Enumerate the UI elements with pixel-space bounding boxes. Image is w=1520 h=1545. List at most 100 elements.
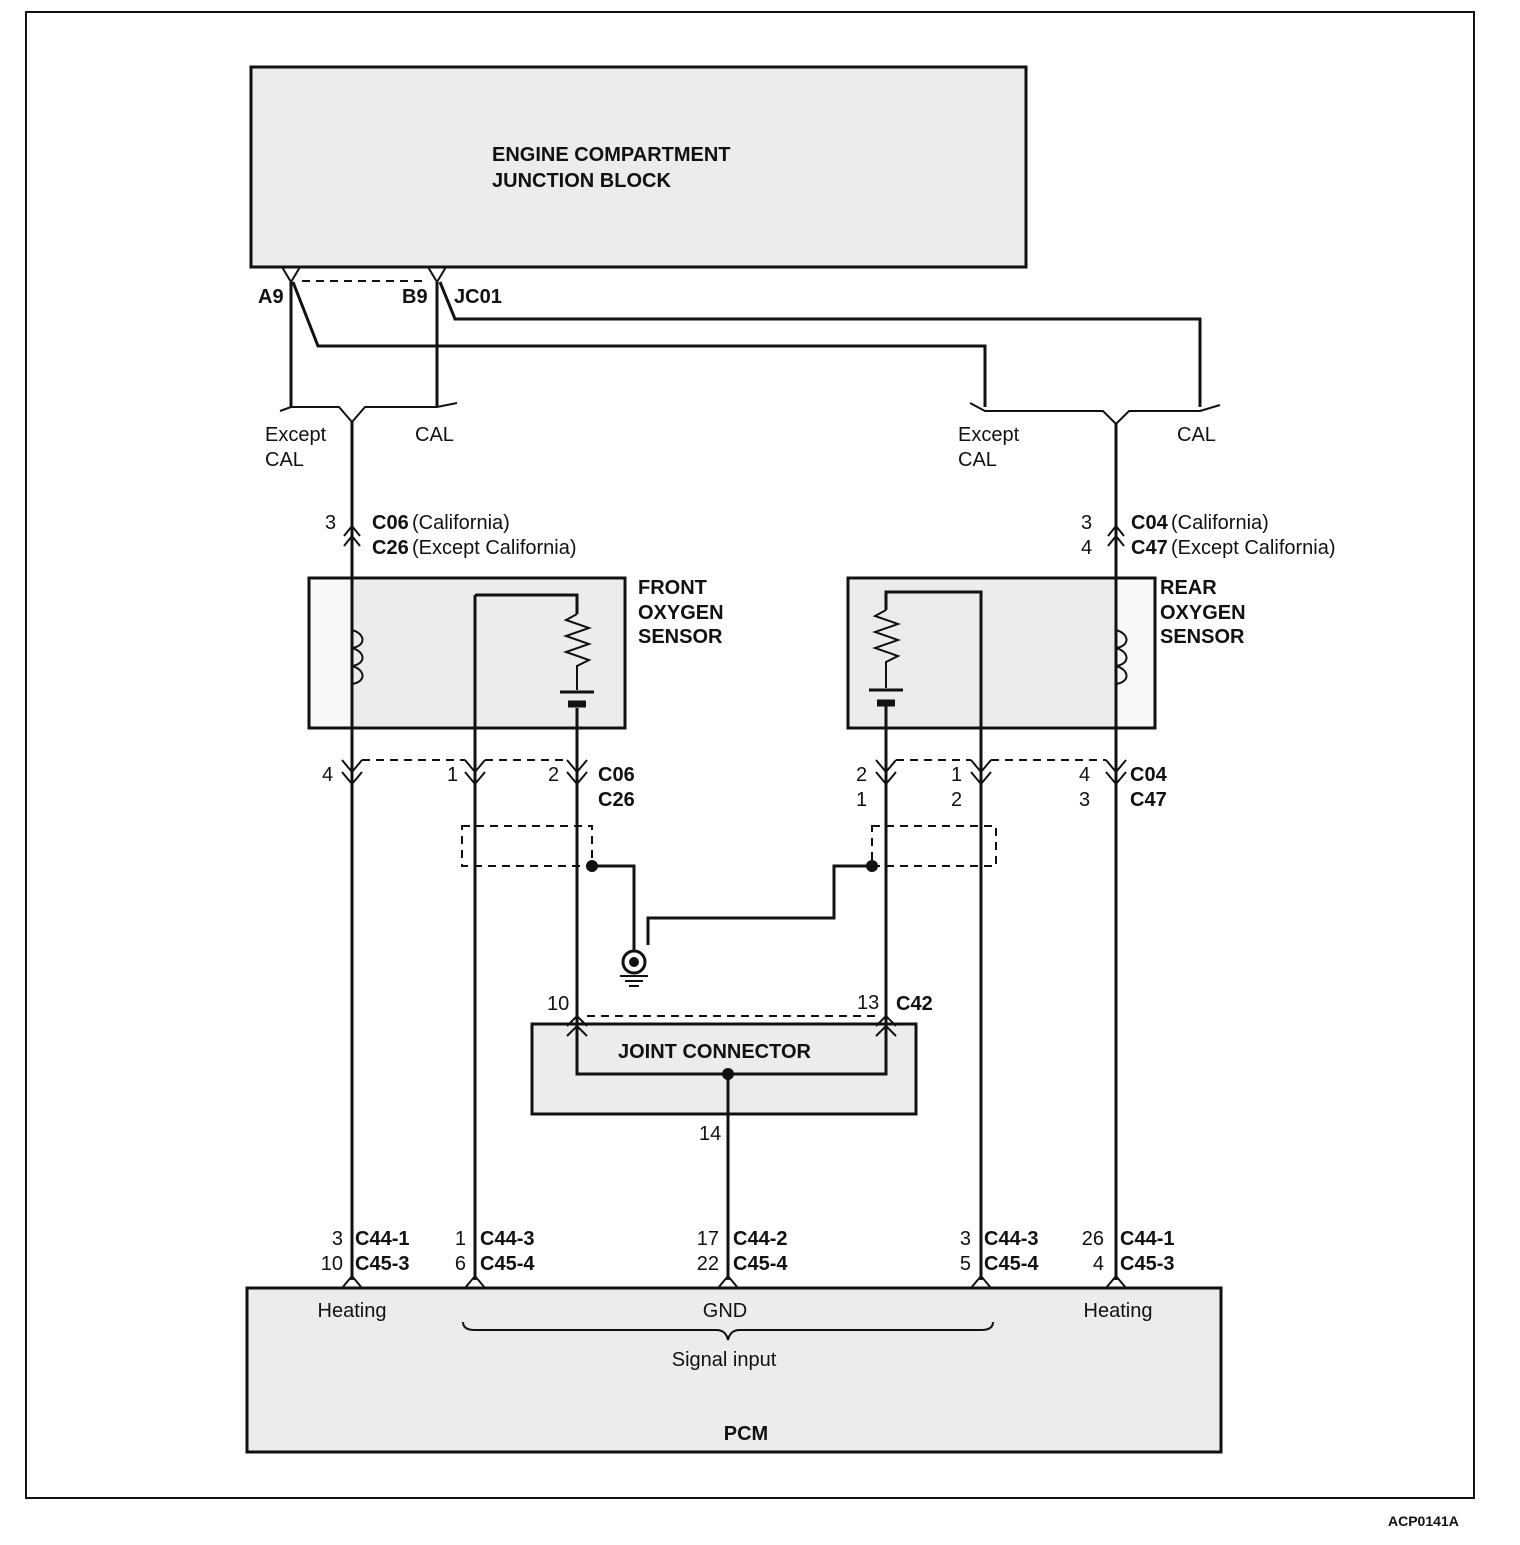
pcm-conn-1b: C45-3 <box>355 1253 409 1275</box>
rear-top-conn2-note: (Except California) <box>1171 537 1336 559</box>
pcm-entry-1 <box>341 1274 363 1289</box>
rear-pin-signal-2: 2 <box>951 789 962 811</box>
pcm-pin-col-3: 17 C44-2 22 C45-4 <box>697 1228 789 1275</box>
junction-block-title-1: ENGINE COMPARTMENT <box>492 144 731 166</box>
pcm-conn-4a: C44-3 <box>984 1228 1038 1250</box>
front-shield-drain <box>592 864 636 950</box>
pcm-pin-4a: 3 <box>960 1228 971 1250</box>
option-switch-right <box>969 402 1221 426</box>
pcm-pin-1b: 10 <box>321 1253 343 1275</box>
rear-pin-ground-1: 2 <box>856 764 867 786</box>
pcm-conn-4b: C45-4 <box>984 1253 1039 1275</box>
front-shield <box>461 825 593 867</box>
joint-pin-10-symbol <box>566 1014 588 1037</box>
rear-pin-heater-2: 3 <box>1079 789 1090 811</box>
rear-top-conn1-code: C04 <box>1131 512 1169 534</box>
left-except-label-1: Except <box>265 424 327 446</box>
front-top-conn2-code: C26 <box>372 537 409 559</box>
front-conn-heater-pin <box>341 759 363 786</box>
front-top-conn1-code: C06 <box>372 512 409 534</box>
signal-input-brace <box>462 1321 994 1341</box>
rear-top-conn1-note: (California) <box>1171 512 1269 534</box>
pcm-pin-4b: 5 <box>960 1253 971 1275</box>
rear-sensor-title-3: SENSOR <box>1160 626 1245 648</box>
rear-conn-ground-pin <box>875 759 897 786</box>
pcm-signal-input: Signal input <box>672 1349 777 1371</box>
right-except-label-2: CAL <box>958 449 997 471</box>
front-bottom-conn1: C06 <box>598 764 635 786</box>
rear-top-conn2-code: C47 <box>1131 537 1168 559</box>
pcm-pin-col-2: 1 C44-3 6 C45-4 <box>455 1228 535 1275</box>
front-pin-heater: 4 <box>322 764 333 786</box>
pcm-box <box>245 1286 1223 1454</box>
front-sensor-title-1: FRONT <box>638 577 707 599</box>
rear-pin-heater-1: 4 <box>1079 764 1090 786</box>
pcm-conn-5b: C45-3 <box>1120 1253 1174 1275</box>
rear-signal-loop <box>884 590 983 728</box>
joint-pin-bottom: 14 <box>699 1123 721 1145</box>
pcm-entry-5 <box>1105 1274 1127 1289</box>
pcm-pin-col-4: 3 C44-3 5 C45-4 <box>960 1228 1039 1275</box>
pcm-conn-3b: C45-4 <box>733 1253 788 1275</box>
pcm-conn-5a: C44-1 <box>1120 1228 1174 1250</box>
wire-b9-rear-cal <box>438 281 1202 407</box>
option-switch-left <box>279 402 458 424</box>
front-conn-ground-pin <box>566 759 588 786</box>
front-heater-coil-icon <box>351 629 364 685</box>
right-cal-label: CAL <box>1177 424 1216 446</box>
junction-block-box <box>249 65 1028 269</box>
left-cal-label: CAL <box>415 424 454 446</box>
pcm-pin-2b: 6 <box>455 1253 466 1275</box>
front-bottom-conn2: C26 <box>598 789 635 811</box>
rear-conn-signal-pin <box>970 759 992 786</box>
pcm-pin-2a: 1 <box>455 1228 466 1250</box>
pin-a9-connector <box>281 266 301 284</box>
rear-heater-coil-icon <box>1115 629 1128 685</box>
pin-b9-connector <box>427 266 447 284</box>
front-resistor-icon <box>562 613 593 690</box>
pcm-pin-5a: 26 <box>1082 1228 1104 1250</box>
joint-pin-13-symbol <box>875 1014 897 1037</box>
joint-connector-title: JOINT CONNECTOR <box>618 1041 812 1063</box>
pcm-pin-3a: 17 <box>697 1228 719 1250</box>
right-except-label-1: Except <box>958 424 1020 446</box>
left-except-label-2: CAL <box>265 449 304 471</box>
front-sensor-title-3: SENSOR <box>638 626 723 648</box>
joint-pin-left: 10 <box>547 993 569 1015</box>
rear-top-connector-symbol <box>1107 524 1125 547</box>
rear-conn-heater-pin <box>1105 759 1127 786</box>
pcm-entry-2 <box>464 1274 486 1289</box>
junction-block-title-2: JUNCTION BLOCK <box>492 170 671 192</box>
rear-sensor-title-2: OXYGEN <box>1160 602 1246 624</box>
outer-frame <box>25 11 1475 1499</box>
joint-pin-right: 13 <box>857 992 879 1014</box>
front-top-conn1-note: (California) <box>412 512 510 534</box>
pcm-conn-2a: C44-3 <box>480 1228 534 1250</box>
rear-top-pin-1: 3 <box>1081 512 1092 534</box>
rear-pin-signal-1: 1 <box>951 764 962 786</box>
front-conn-signal-pin <box>464 759 486 786</box>
pcm-entry-4 <box>970 1274 992 1289</box>
pcm-pin-5b: 4 <box>1093 1253 1104 1275</box>
pcm-conn-2b: C45-4 <box>480 1253 535 1275</box>
rear-bottom-conn2: C47 <box>1130 789 1167 811</box>
rear-shield-drain <box>646 864 872 945</box>
front-signal-loop <box>473 593 579 728</box>
pcm-heating-left: Heating <box>318 1300 387 1322</box>
rear-bottom-conn1: C04 <box>1130 764 1168 786</box>
front-top-conn2-note: (Except California) <box>412 537 577 559</box>
figure-code: ACP0141A <box>1388 1513 1459 1529</box>
wire-a9-rear-except <box>291 281 987 407</box>
jc01-label: JC01 <box>454 286 502 308</box>
rear-sensor-title-1: REAR <box>1160 577 1217 599</box>
rear-shield <box>871 825 997 867</box>
pcm-heating-right: Heating <box>1084 1300 1153 1322</box>
front-pin-ground: 2 <box>548 764 559 786</box>
front-pin-signal: 1 <box>447 764 458 786</box>
pcm-pin-col-1: 3 C44-1 10 C45-3 <box>321 1228 410 1275</box>
pcm-conn-3a: C44-2 <box>733 1228 787 1250</box>
pcm-entry-3 <box>717 1274 739 1289</box>
pcm-title: PCM <box>724 1423 768 1445</box>
